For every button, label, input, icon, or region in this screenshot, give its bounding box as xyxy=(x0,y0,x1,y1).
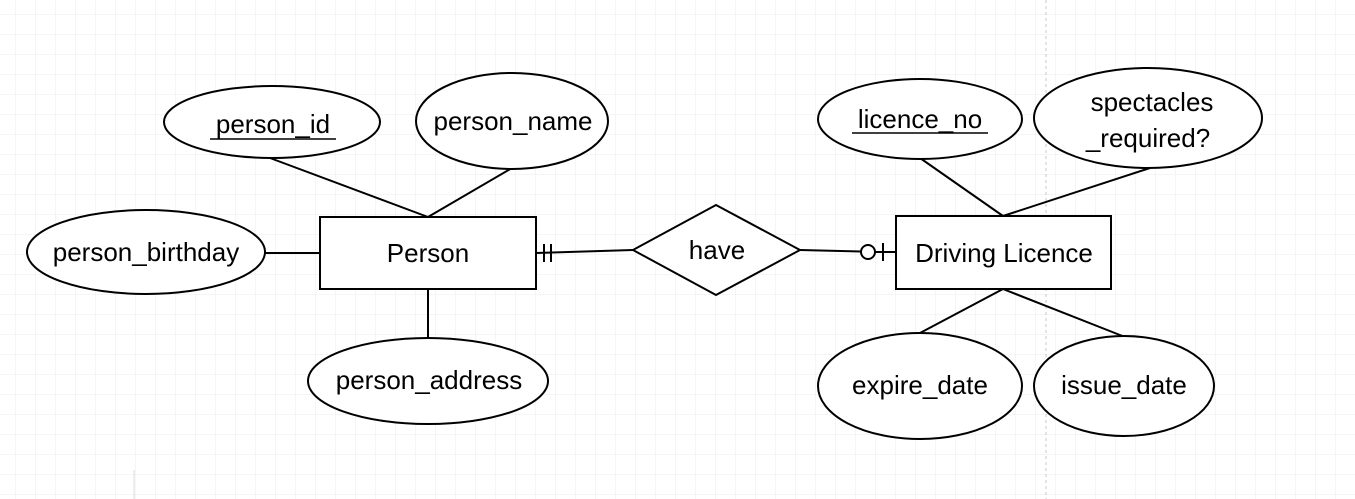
attribute-person-id-label: person_id xyxy=(216,109,330,139)
attribute-person-birthday[interactable]: person_birthday xyxy=(26,209,266,295)
relationship-have-label: have xyxy=(689,235,745,265)
connector-person-have xyxy=(535,249,634,254)
attribute-person-id[interactable]: person_id xyxy=(163,85,381,159)
attribute-person-name[interactable]: person_name xyxy=(415,72,609,170)
relationship-have[interactable]: have xyxy=(630,203,803,297)
cardinality-exactly-one-icon xyxy=(543,244,552,262)
attribute-licence-no[interactable]: licence_no xyxy=(817,78,1023,160)
attribute-person-address-label: person_address xyxy=(336,365,522,395)
connector-spectacles xyxy=(1002,167,1151,217)
attribute-person-name-label: person_name xyxy=(434,106,593,136)
attribute-issue-date-label: issue_date xyxy=(1061,370,1187,400)
connector-person-name xyxy=(427,167,513,218)
connector-licence-no xyxy=(919,157,1004,217)
entity-driving-licence[interactable]: Driving Licence xyxy=(895,215,1112,290)
connector-person-id xyxy=(269,157,429,218)
attribute-licence-no-label: licence_no xyxy=(858,104,982,134)
attribute-person-birthday-label: person_birthday xyxy=(53,237,239,267)
attribute-expire-date[interactable]: expire_date xyxy=(817,332,1023,440)
attribute-person-address[interactable]: person_address xyxy=(307,337,549,425)
cardinality-zero-or-one-icon xyxy=(860,243,884,261)
attribute-spectacles-line1: spectacles xyxy=(1091,87,1214,117)
attribute-expire-date-label: expire_date xyxy=(852,370,988,400)
connector-expire-date xyxy=(919,288,1004,334)
connector-issue-date xyxy=(1002,288,1126,338)
entity-person-label: Person xyxy=(387,238,469,268)
attribute-spectacles-line2: _required? xyxy=(1085,123,1210,153)
connector-have-licence xyxy=(799,249,862,253)
attribute-issue-date[interactable]: issue_date xyxy=(1033,335,1215,437)
entity-person[interactable]: Person xyxy=(319,216,537,290)
connectors xyxy=(265,157,1151,340)
entity-driving-licence-label: Driving Licence xyxy=(915,238,1093,268)
attribute-spectacles-required[interactable]: spectacles _required? xyxy=(1033,67,1263,169)
